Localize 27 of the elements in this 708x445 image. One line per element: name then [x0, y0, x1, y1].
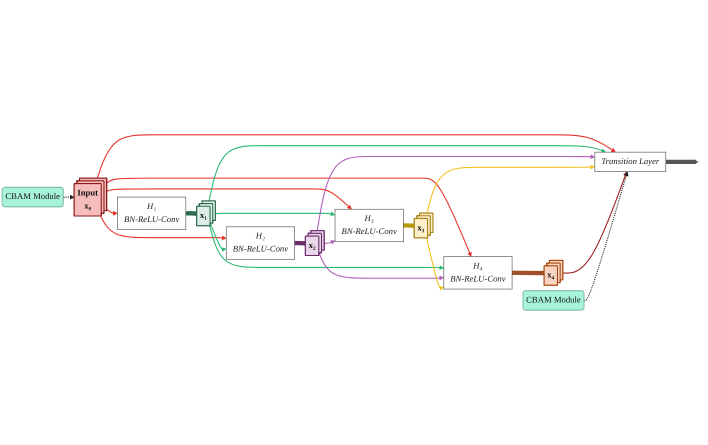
arrow — [316, 154, 596, 231]
arrow — [209, 226, 444, 270]
node-box: Transition Layer — [594, 152, 666, 172]
connector — [510, 270, 544, 276]
connector — [402, 223, 416, 228]
arrow — [216, 211, 336, 216]
arrow — [426, 164, 596, 214]
arrow — [584, 171, 628, 302]
arrow — [318, 252, 444, 280]
arrow — [563, 171, 628, 274]
arrow — [96, 134, 616, 179]
arrow — [426, 238, 444, 291]
connector — [184, 211, 198, 216]
arrow — [106, 209, 118, 216]
arrow — [210, 223, 226, 252]
arrow — [106, 178, 472, 257]
arrow — [208, 145, 606, 202]
node-box: H₃ BN-ReLU-Conv — [334, 208, 404, 242]
node-box: H₄ BN-ReLU-Conv — [443, 256, 512, 290]
arrow — [106, 188, 352, 210]
arrow — [64, 194, 75, 200]
node-box: H₁ BN-ReLU-Conv — [117, 196, 186, 230]
node-box: H₂ BN-ReLU-Conv — [226, 226, 295, 260]
connector — [293, 240, 307, 246]
arrow — [664, 160, 698, 164]
arrow — [100, 216, 226, 240]
arrow — [324, 240, 336, 245]
